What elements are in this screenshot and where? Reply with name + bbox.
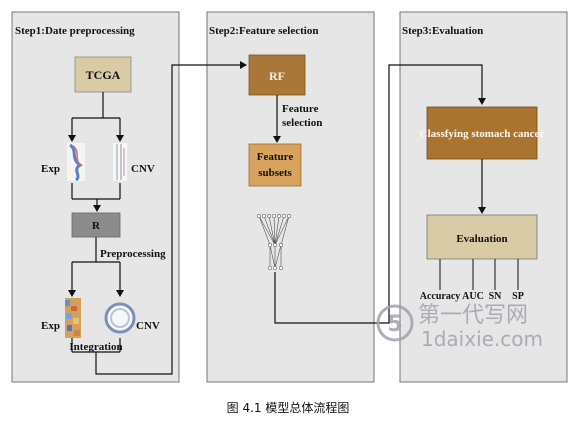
figure-caption: 图 4.1 模型总体流程图 [227,400,350,415]
watermark-logo-icon [376,304,414,342]
connector-step1-to-rf [95,61,247,375]
panel-step1-title: Step1:Date preprocessing [15,25,135,37]
metric-sp: SP [512,291,524,302]
watermark: 5 第一代写网 1daixie.com [376,303,543,351]
tcga-label: TCGA [86,68,121,82]
preprocessing-label: Preprocessing [100,248,166,260]
r-box [71,212,121,238]
cnv-top-label: CNV [131,163,155,175]
evaluation-label: Evaluation [456,233,507,245]
panel-step3-title: Step3:Evaluation [402,25,483,37]
metric-sn: SN [489,291,503,302]
cnv-top-image [113,143,127,181]
feature-selection-label-2: selection [282,117,322,129]
rf-box [248,54,306,96]
rf-label: RF [269,69,285,83]
metric-accuracy: Accuracy [420,291,461,302]
watermark-text-url: 1daixie.com [421,327,543,351]
panel-step3 [399,11,568,383]
exp-top-label: Exp [41,163,60,175]
panel-step2-title: Step2:Feature selection [209,25,318,37]
integration-label: Integration [69,341,122,353]
exp-bottom-label: Exp [41,320,60,332]
cnv-bottom-label: CNV [136,320,160,332]
classify-box [426,106,538,160]
neural-network-icon [256,213,292,271]
feature-subsets-label-1: Feature [257,151,294,163]
r-label: R [92,220,101,232]
tcga-box [74,56,132,93]
exp-top-image [67,143,85,182]
feature-subsets-box [248,143,302,187]
watermark-text-cn: 第一代写网 [418,303,528,328]
watermark-logo-glyph: 5 [387,312,402,337]
connector-step2-to-classify [274,64,486,324]
metric-auc: AUC [462,291,484,302]
cnv-bottom-image [104,302,136,334]
classify-label: Classfying stomach cancer [420,128,545,140]
exp-bottom-image [65,298,81,338]
feature-subsets-label-2: subsets [258,167,292,179]
evaluation-box [426,214,538,260]
feature-selection-label-1: Feature [282,103,319,115]
